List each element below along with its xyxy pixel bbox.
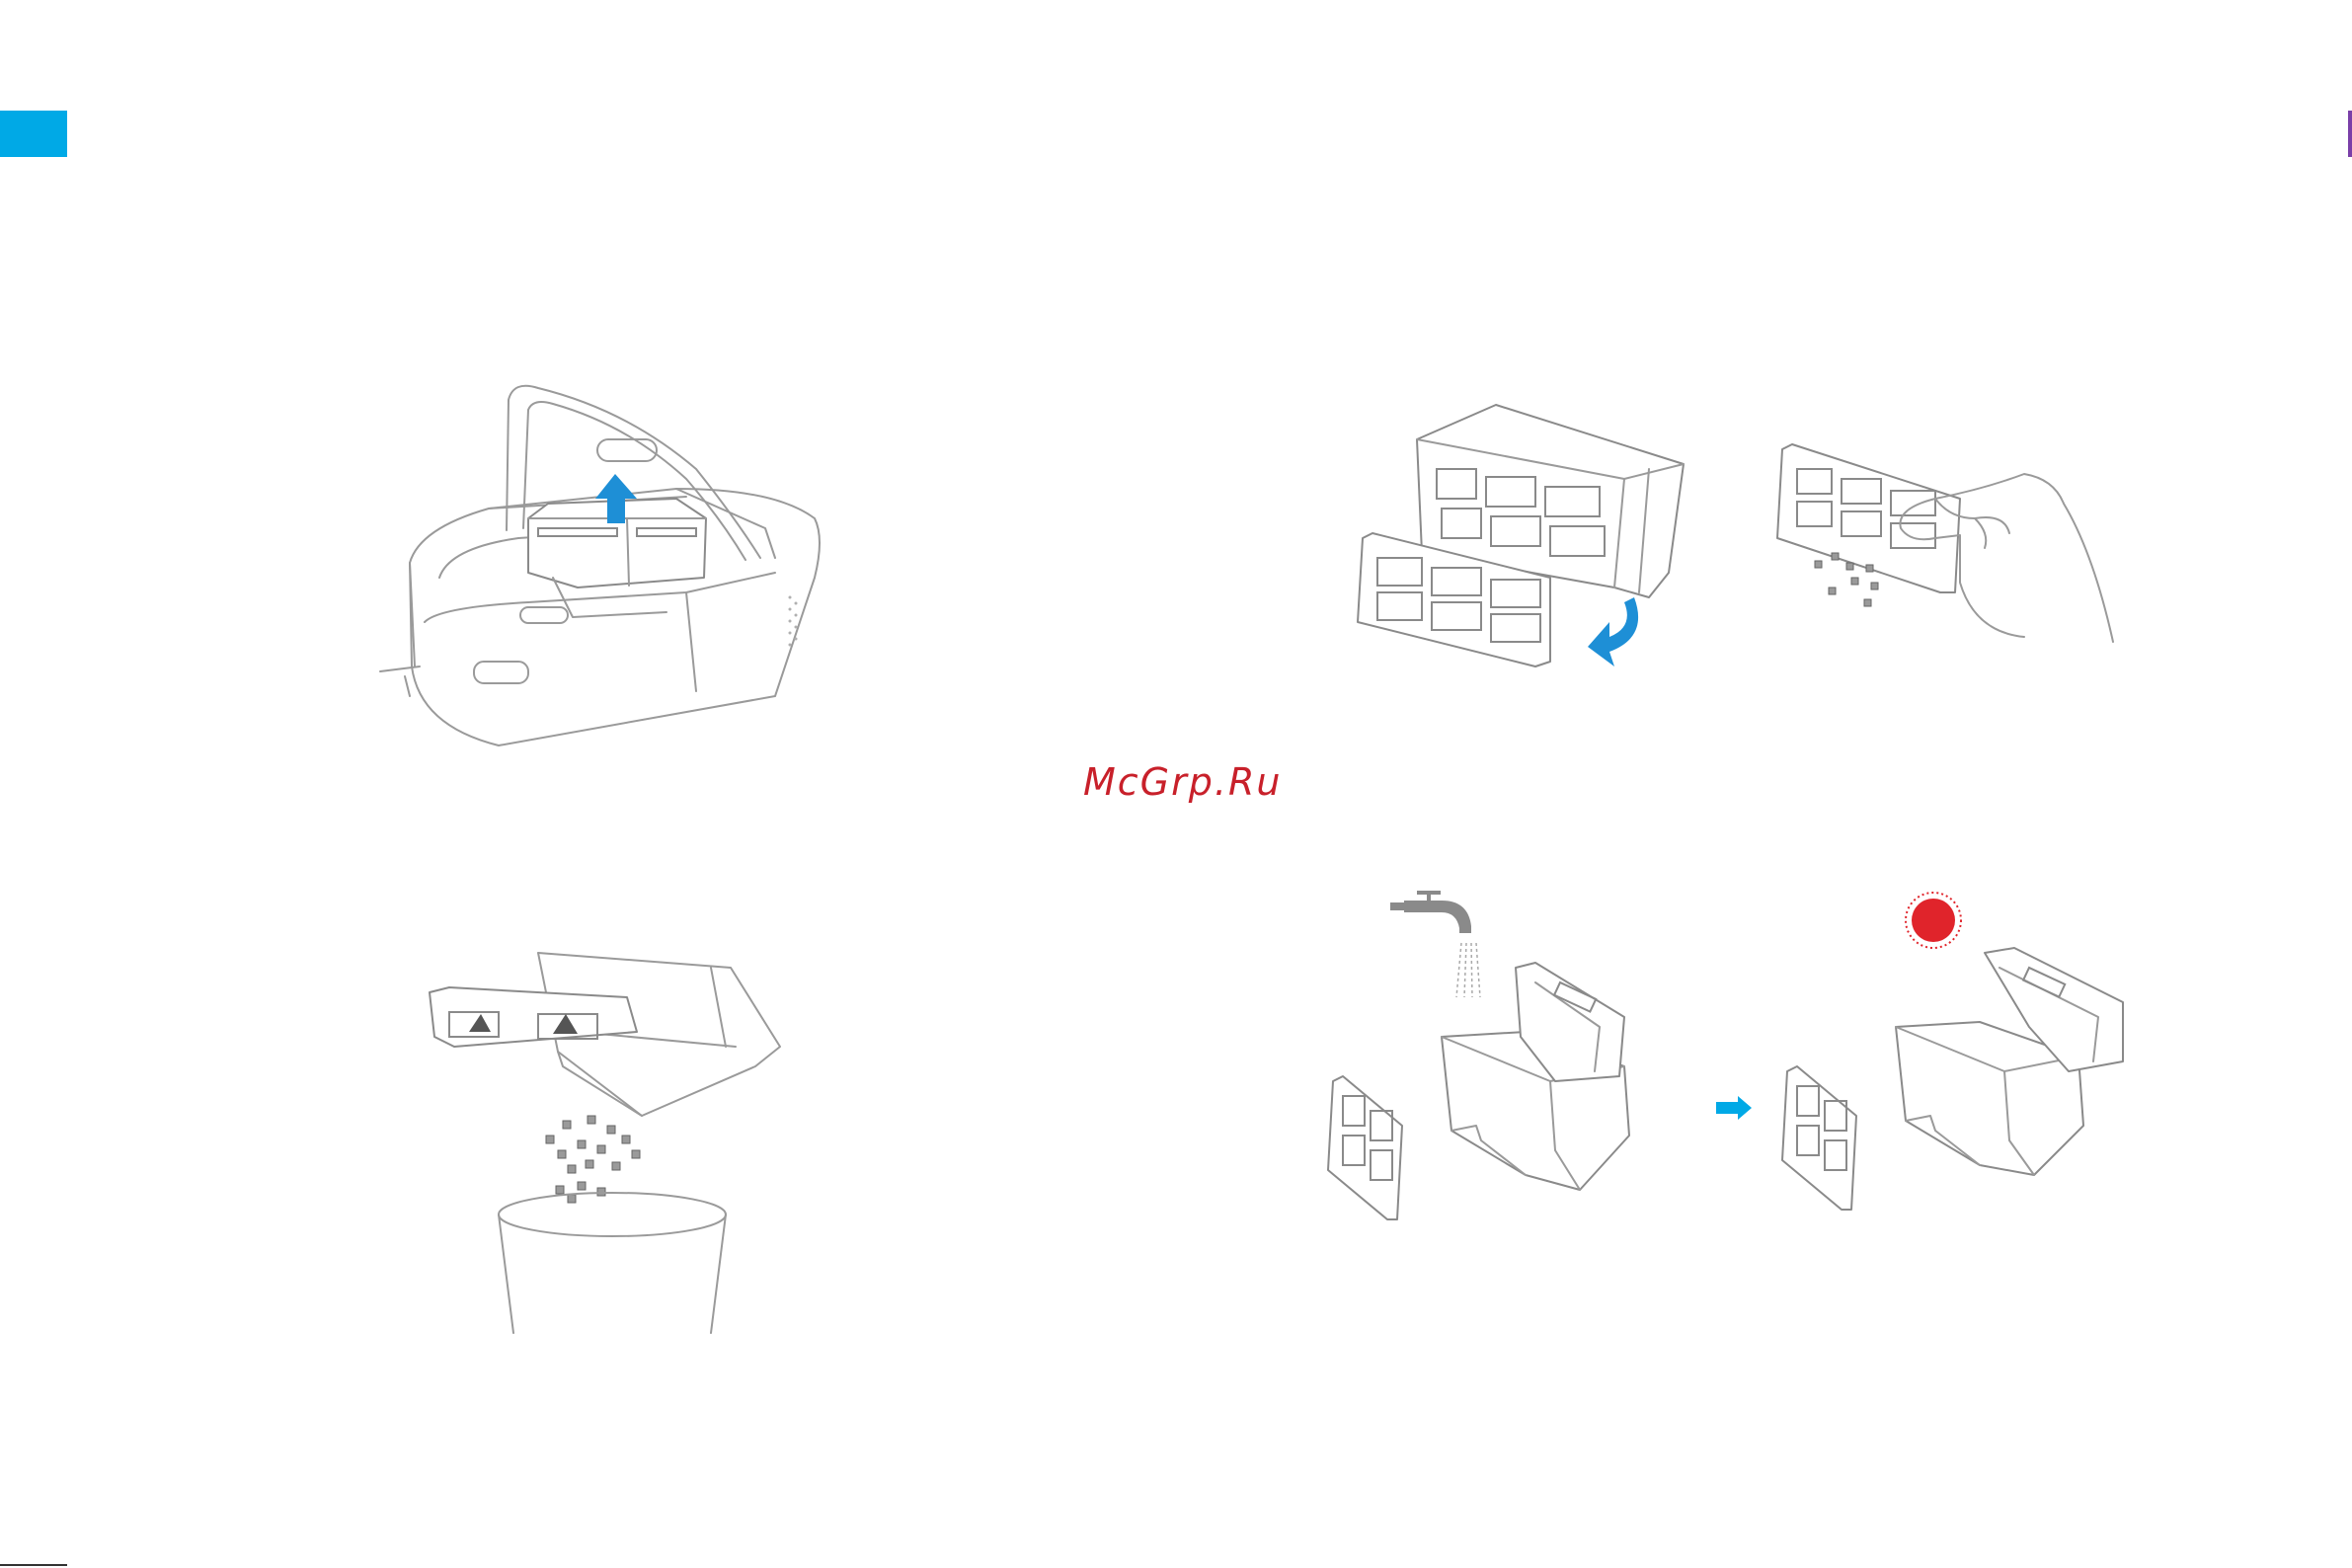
- trash-bin-icon: [499, 1193, 726, 1333]
- dustbin-washing-illustration: [1333, 889, 1679, 1244]
- filter-removal-illustration: [1353, 400, 1688, 676]
- next-section-tab: [2348, 111, 2352, 157]
- watermark: McGrp.Ru: [1083, 760, 1281, 804]
- sun-icon: [1906, 893, 1961, 948]
- dust-particles: [546, 1116, 640, 1203]
- rotate-arrow-icon: [1588, 597, 1638, 666]
- next-step-arrow-icon: [1716, 1096, 1752, 1120]
- dustbin-drying-illustration: [1782, 889, 2138, 1234]
- robot-dustbin-illustration: [380, 380, 834, 765]
- footer-rule: [0, 1564, 67, 1566]
- filter-tapping-illustration: [1777, 444, 2113, 652]
- section-tab: [0, 111, 67, 157]
- dustbin-emptying-illustration: [430, 953, 795, 1338]
- faucet-icon: [1390, 891, 1480, 997]
